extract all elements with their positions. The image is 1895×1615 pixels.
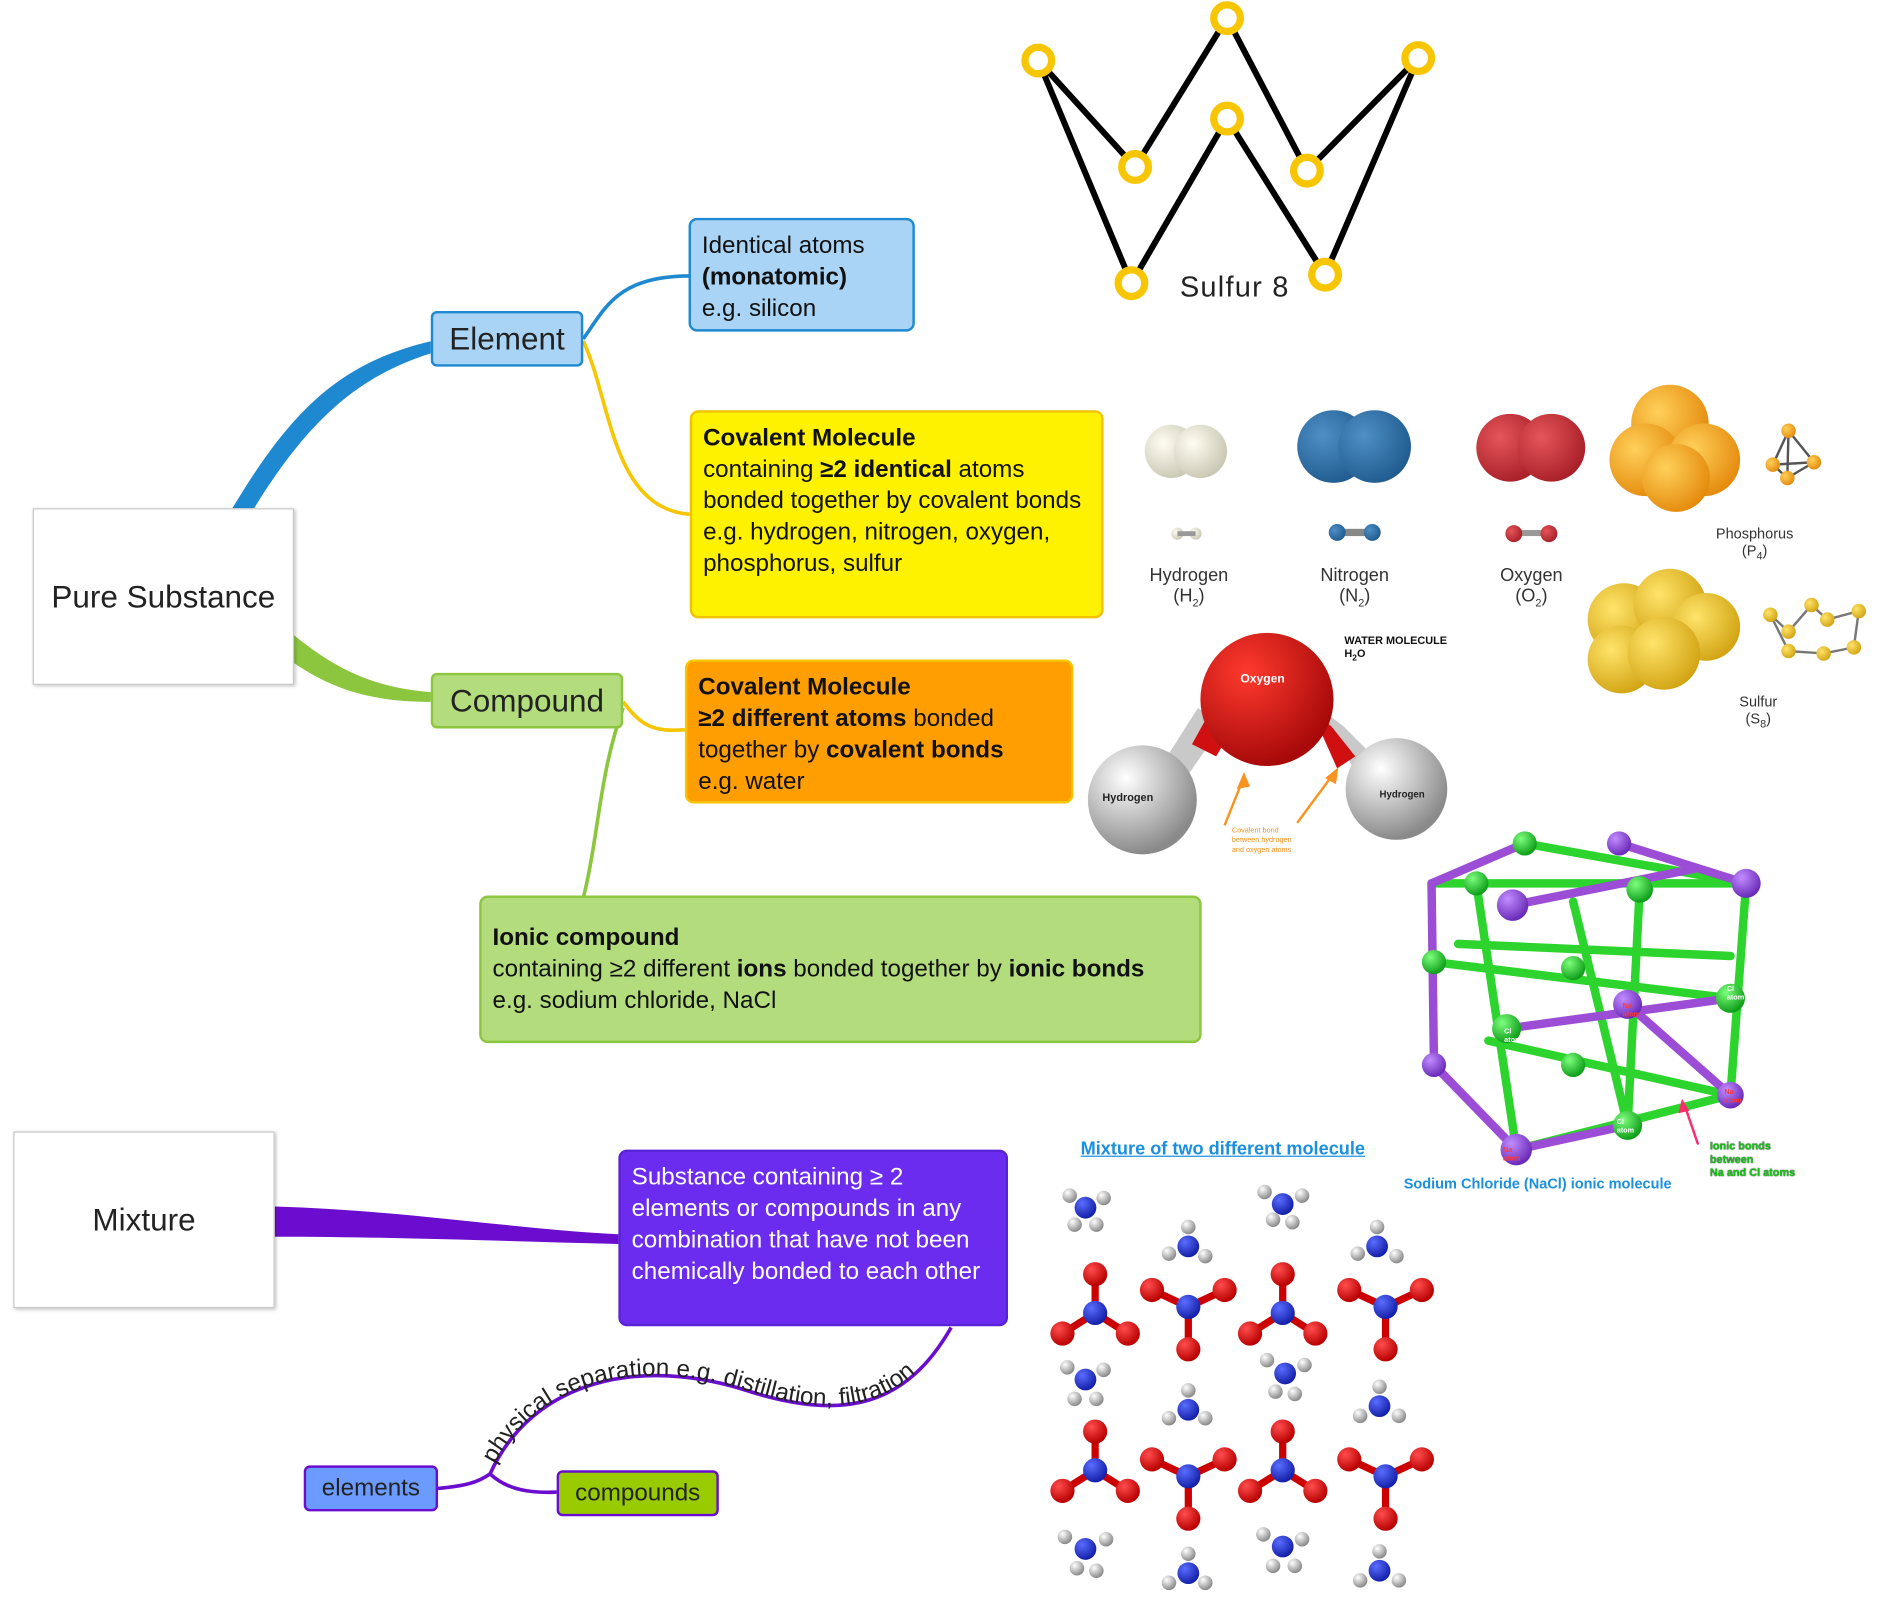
sulfur8-label: Sulfur 8 [1179,271,1290,304]
identical-line2: (monatomic) [701,263,848,291]
identical-line3: e.g. silicon [701,295,817,322]
identical-line1: Identical atoms [701,232,865,259]
nacl-bonds-note: Ionic bonds between Na and Cl atoms [1709,1139,1796,1179]
ionic-compound-box[interactable]: Ionic compound containing ≥2 different i… [479,895,1202,1044]
element-covalent-title: Covalent Molecule [703,424,916,452]
phosphorus-caption: Phosphorus (P4) [1715,525,1794,562]
element-covalent-box[interactable]: Covalent Molecule containing ≥2 identica… [689,410,1104,619]
mixture-figure-title: Mixture of two different molecule [1080,1138,1366,1160]
sulfur-caption: Sulfur (S8) [1739,693,1778,731]
nacl-caption: Sodium Chloride (NaCl) ionic molecule [1403,1175,1672,1192]
water-title: WATER MOLECULE H2O [1344,634,1448,663]
element-covalent-example: e.g. hydrogen, nitrogen, oxygen, phospho… [703,519,1051,578]
water-oxygen-label: Oxygen [1240,672,1285,687]
elements-label: elements [321,1474,420,1502]
connector-separation [488,1326,953,1475]
nitrogen-caption: Nitrogen (N2) [1320,565,1390,609]
ionic-desc: containing ≥2 different ions bonded toge… [492,955,1145,1015]
pure-substance-node[interactable]: Pure Substance [32,508,295,685]
compound-node[interactable]: Compound [430,672,624,729]
water-hydrogen-right-label: Hydrogen [1379,788,1425,800]
connector-compound [294,635,431,702]
water-bond-note: Covalent bond between hydrogen and oxyge… [1231,827,1292,855]
connector-ionic [581,707,625,899]
separation-label: physical separation e.g. distillation, f… [476,1354,919,1467]
connector-elements [437,1472,492,1491]
compound-covalent-box[interactable]: Covalent Molecule ≥2 different atoms bon… [684,659,1074,804]
compounds-node[interactable]: compounds [556,1470,719,1517]
compound-covalent-title: Covalent Molecule [698,674,911,701]
water-hydrogen-left-label: Hydrogen [1102,791,1154,804]
connector-identical [581,274,690,340]
element-node[interactable]: Element [430,310,584,367]
mixture-label: Mixture [92,1201,196,1238]
connector-compounds [488,1472,557,1495]
identical-atoms-box[interactable]: Identical atoms (monatomic) e.g. silicon [688,217,915,332]
mixture-description: Substance containing ≥ 2 elements or com… [631,1164,981,1286]
mixture-description-box[interactable]: Substance containing ≥ 2 elements or com… [618,1149,1009,1327]
element-covalent-desc: containing ≥2 identical atoms bonded tog… [703,456,1082,515]
pure-substance-label: Pure Substance [51,577,276,615]
mixture-node[interactable]: Mixture [13,1131,275,1309]
element-label: Element [449,320,565,357]
oxygen-caption: Oxygen (O2) [1500,565,1563,609]
hydrogen-caption: Hydrogen (H2) [1149,565,1229,609]
connector-covalent-compound [621,700,686,732]
ionic-title: Ionic compound [492,924,680,952]
compound-covalent-desc: ≥2 different atoms bonded together by co… [698,705,1004,764]
compounds-label: compounds [575,1479,701,1506]
elements-node[interactable]: elements [303,1465,439,1512]
compound-label: Compound [450,681,604,719]
connector-element [232,341,431,509]
connector-mixture [274,1206,619,1244]
connector-covalent-element [581,340,690,517]
compound-covalent-example: e.g. water [698,768,805,796]
